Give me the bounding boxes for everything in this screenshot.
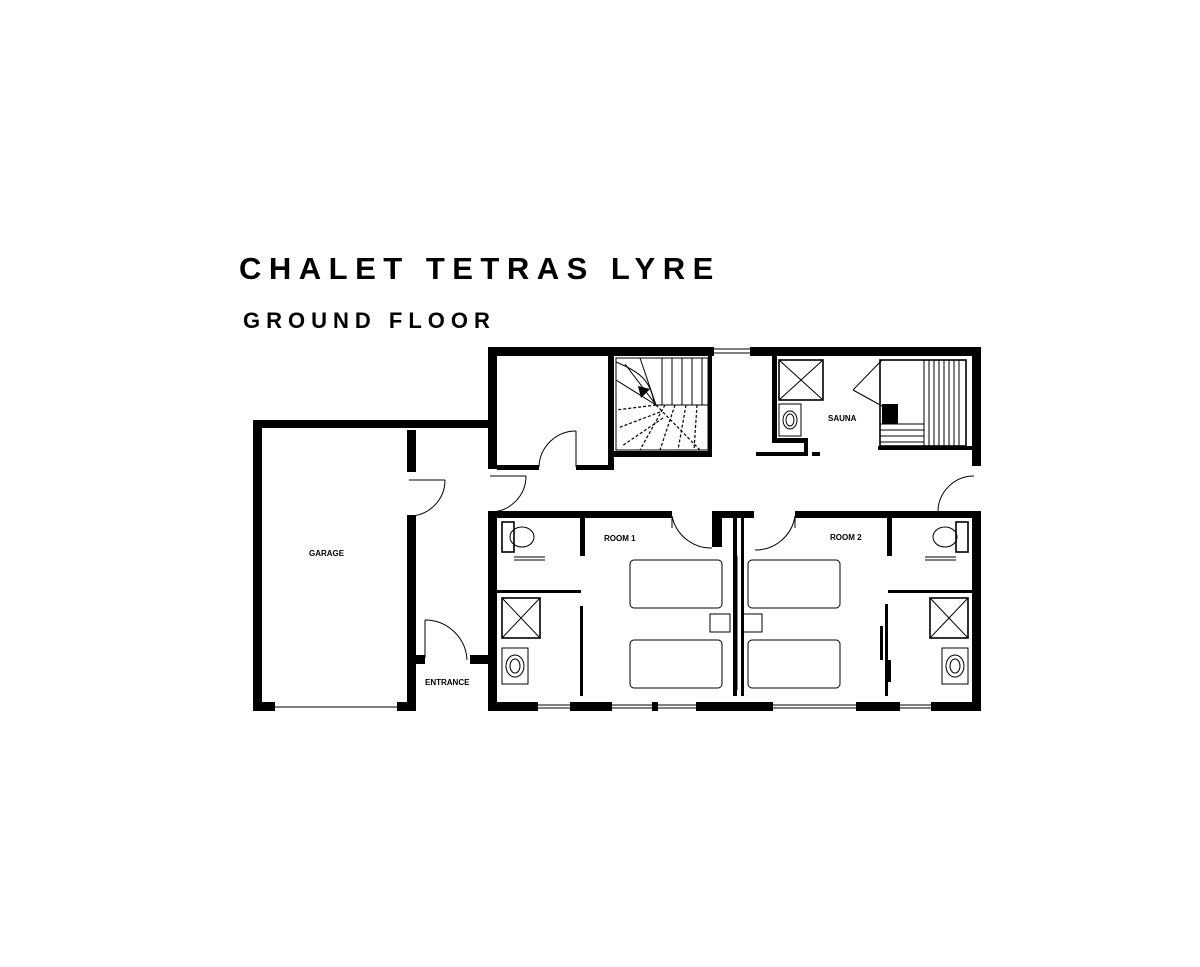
sauna-bench	[880, 360, 960, 446]
sauna-fixtures	[778, 359, 967, 447]
doors	[408, 359, 975, 661]
label-room2: ROOM 2	[830, 533, 862, 542]
beds	[629, 556, 841, 690]
bathroom-right	[880, 521, 969, 685]
label-garage: GARAGE	[309, 549, 345, 558]
bathroom-left	[501, 521, 545, 685]
sauna-heater-icon	[882, 404, 898, 424]
label-sauna: SAUNA	[828, 414, 857, 423]
plan-title: CHALET TETRAS LYRE	[239, 251, 721, 286]
label-room1: ROOM 1	[604, 534, 636, 543]
exterior-walls	[253, 347, 981, 711]
windows	[275, 348, 931, 709]
room-labels: GARAGE ENTRANCE SAUNA ROOM 1 ROOM 2	[309, 414, 862, 687]
label-entrance: ENTRANCE	[425, 678, 470, 687]
interior-walls	[497, 356, 972, 696]
floor-subtitle: GROUND FLOOR	[243, 308, 496, 333]
staircase	[615, 357, 709, 451]
